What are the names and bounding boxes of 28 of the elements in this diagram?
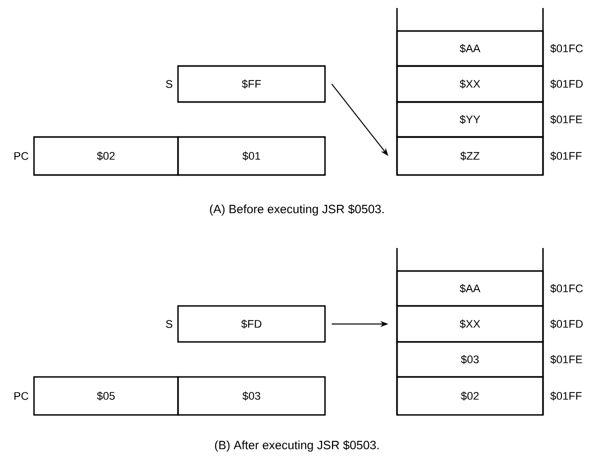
stack-cell: $YY [396,101,544,138]
caption: (A) Before executing JSR $0503. [210,204,384,216]
address-label: $01FE [550,355,582,364]
register-label: S [166,80,172,88]
address-label: $01FC [550,44,583,53]
register-cell: $02 [33,136,179,176]
stack-cell: $XX [396,65,544,103]
stack-cell: $02 [396,376,544,416]
address-label: $01FC [550,284,583,293]
stack-cell: $ZZ [396,136,544,176]
register-cell: $FF [177,65,326,103]
stack-cell: $AA [396,270,544,307]
address-label: $01FD [550,320,583,328]
register-cell: $FD [177,305,326,343]
register-cell: $01 [177,136,326,176]
stack-cell: $XX [396,305,544,343]
address-label: $01FE [550,115,582,124]
register-cell: $05 [33,376,179,416]
register-label: S [166,320,172,328]
stack-cell: $03 [396,341,544,378]
caption: (B) After executing JSR $0503. [215,440,379,452]
register-label: PC [14,152,28,160]
address-label: $01FD [550,80,583,88]
address-label: $01FF [550,392,582,400]
register-cell: $03 [177,376,326,416]
stack-cell: $AA [396,30,544,67]
register-label: PC [14,392,28,400]
address-label: $01FF [550,152,582,160]
